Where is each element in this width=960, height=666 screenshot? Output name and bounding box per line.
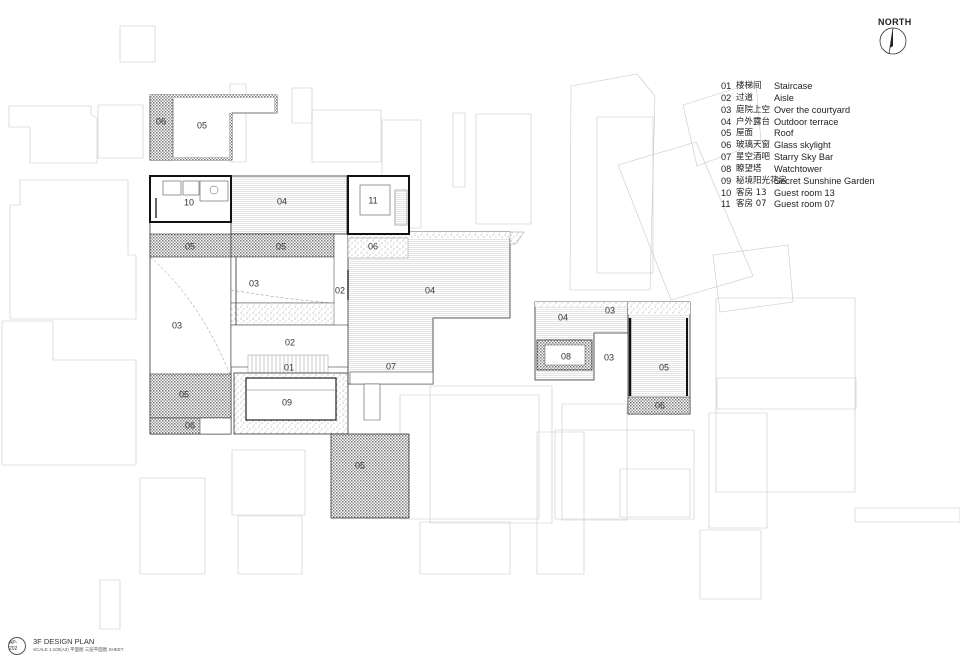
legend-en: Staircase bbox=[774, 81, 813, 91]
central-terrace bbox=[347, 231, 525, 421]
legend-zh: 瞭望塔 bbox=[736, 163, 762, 174]
legend-num: 07 bbox=[721, 152, 732, 163]
legend-num: 04 bbox=[721, 116, 732, 127]
label-07-bar: 07 bbox=[386, 361, 396, 371]
label-09-garden: 09 bbox=[282, 397, 292, 407]
legend-en: Outdoor terrace bbox=[774, 116, 839, 127]
label-03-courtyard: 03 bbox=[172, 320, 182, 330]
legend-num: 03 bbox=[721, 104, 732, 115]
legend-en: Guest room 07 bbox=[774, 199, 835, 210]
label-02-aisle: 02 bbox=[285, 337, 295, 347]
label-03-courtyard: 03 bbox=[249, 278, 259, 288]
label-05-roof: 05 bbox=[355, 460, 365, 470]
scale-note: SCALE 1:100(A3) 平面图 三层平面图 SHEET bbox=[33, 647, 124, 652]
legend-zh: 庭院上空 bbox=[736, 104, 771, 115]
label-01-staircase: 01 bbox=[284, 362, 294, 372]
legend-zh: 过道 bbox=[736, 92, 754, 103]
legend-en: Roof bbox=[774, 128, 794, 139]
legend-num: 08 bbox=[721, 163, 732, 174]
label-06-skylight: 06 bbox=[185, 420, 195, 430]
drawing-title: 3F DESIGN PLAN bbox=[33, 637, 95, 646]
legend-row: 10 客房 13 Guest room 13 bbox=[721, 188, 875, 200]
legend-zh: 客房 13 bbox=[736, 187, 767, 198]
label-03-courtyard: 03 bbox=[604, 352, 614, 362]
legend-num: 11 bbox=[721, 199, 731, 210]
label-05-roof: 05 bbox=[197, 120, 207, 130]
legend-en: Secret Sunshine Garden bbox=[774, 175, 875, 186]
label-03-courtyard: 03 bbox=[605, 305, 615, 315]
legend-zh: 客房 07 bbox=[736, 199, 767, 210]
legend-zh: 星空酒吧 bbox=[736, 152, 771, 163]
legend-num: 10 bbox=[721, 187, 732, 198]
north-label: NORTH bbox=[878, 17, 912, 27]
legend-zh: 玻璃天窗 bbox=[736, 140, 771, 151]
sheet-code-badge: AP-202 bbox=[8, 637, 26, 655]
label-04-terrace: 04 bbox=[425, 285, 435, 295]
label-08-watchtower: 08 bbox=[561, 351, 571, 361]
label-05-roof: 05 bbox=[185, 241, 195, 251]
legend-zh: 秘境阳光花房 bbox=[736, 175, 788, 186]
legend-num: 09 bbox=[721, 175, 732, 186]
legend-row: 08 瞭望塔 Watchtower bbox=[721, 164, 875, 176]
label-06-skylight: 06 bbox=[655, 400, 665, 410]
north-arrow-icon bbox=[879, 27, 907, 55]
legend-zh: 屋面 bbox=[736, 128, 754, 139]
label-11-guest-room: 11 bbox=[368, 195, 377, 205]
roof-bottom bbox=[330, 433, 410, 519]
legend-en: Over the courtyard bbox=[774, 104, 851, 115]
label-04-terrace: 04 bbox=[558, 312, 568, 322]
legend-zh: 户外露台 bbox=[736, 116, 771, 127]
legend-row: 02 过道 Aisle bbox=[721, 93, 875, 105]
legend-row: 05 屋面 Roof bbox=[721, 128, 875, 140]
right-wing bbox=[534, 301, 691, 415]
legend-num: 06 bbox=[721, 140, 732, 151]
legend-en: Glass skylight bbox=[774, 140, 831, 151]
label-05-roof: 05 bbox=[276, 241, 286, 251]
legend-num: 05 bbox=[721, 128, 732, 139]
room-11 bbox=[347, 175, 410, 235]
legend-en: Aisle bbox=[774, 92, 794, 103]
label-05-roof: 05 bbox=[179, 389, 189, 399]
legend-num: 01 bbox=[721, 81, 732, 91]
label-06-skylight: 06 bbox=[368, 241, 378, 251]
label-02-aisle: 02 bbox=[335, 285, 345, 295]
legend-en: Watchtower bbox=[774, 163, 823, 174]
legend-row: 01 楼梯间 Staircase bbox=[721, 81, 875, 93]
main-building bbox=[149, 175, 351, 435]
label-04-terrace: 04 bbox=[277, 196, 287, 206]
legend-row: 11 客房 07 Guest room 07 bbox=[721, 199, 875, 211]
label-06-skylight: 06 bbox=[156, 116, 166, 126]
legend-zh: 楼梯间 bbox=[736, 81, 762, 91]
legend-en: Starry Sky Bar bbox=[774, 152, 834, 163]
roof-block-top-left bbox=[149, 94, 278, 161]
legend-num: 02 bbox=[721, 92, 732, 103]
legend-en: Guest room 13 bbox=[774, 187, 835, 198]
label-10-guest-room: 10 bbox=[184, 197, 194, 207]
label-05-roof: 05 bbox=[659, 362, 669, 372]
